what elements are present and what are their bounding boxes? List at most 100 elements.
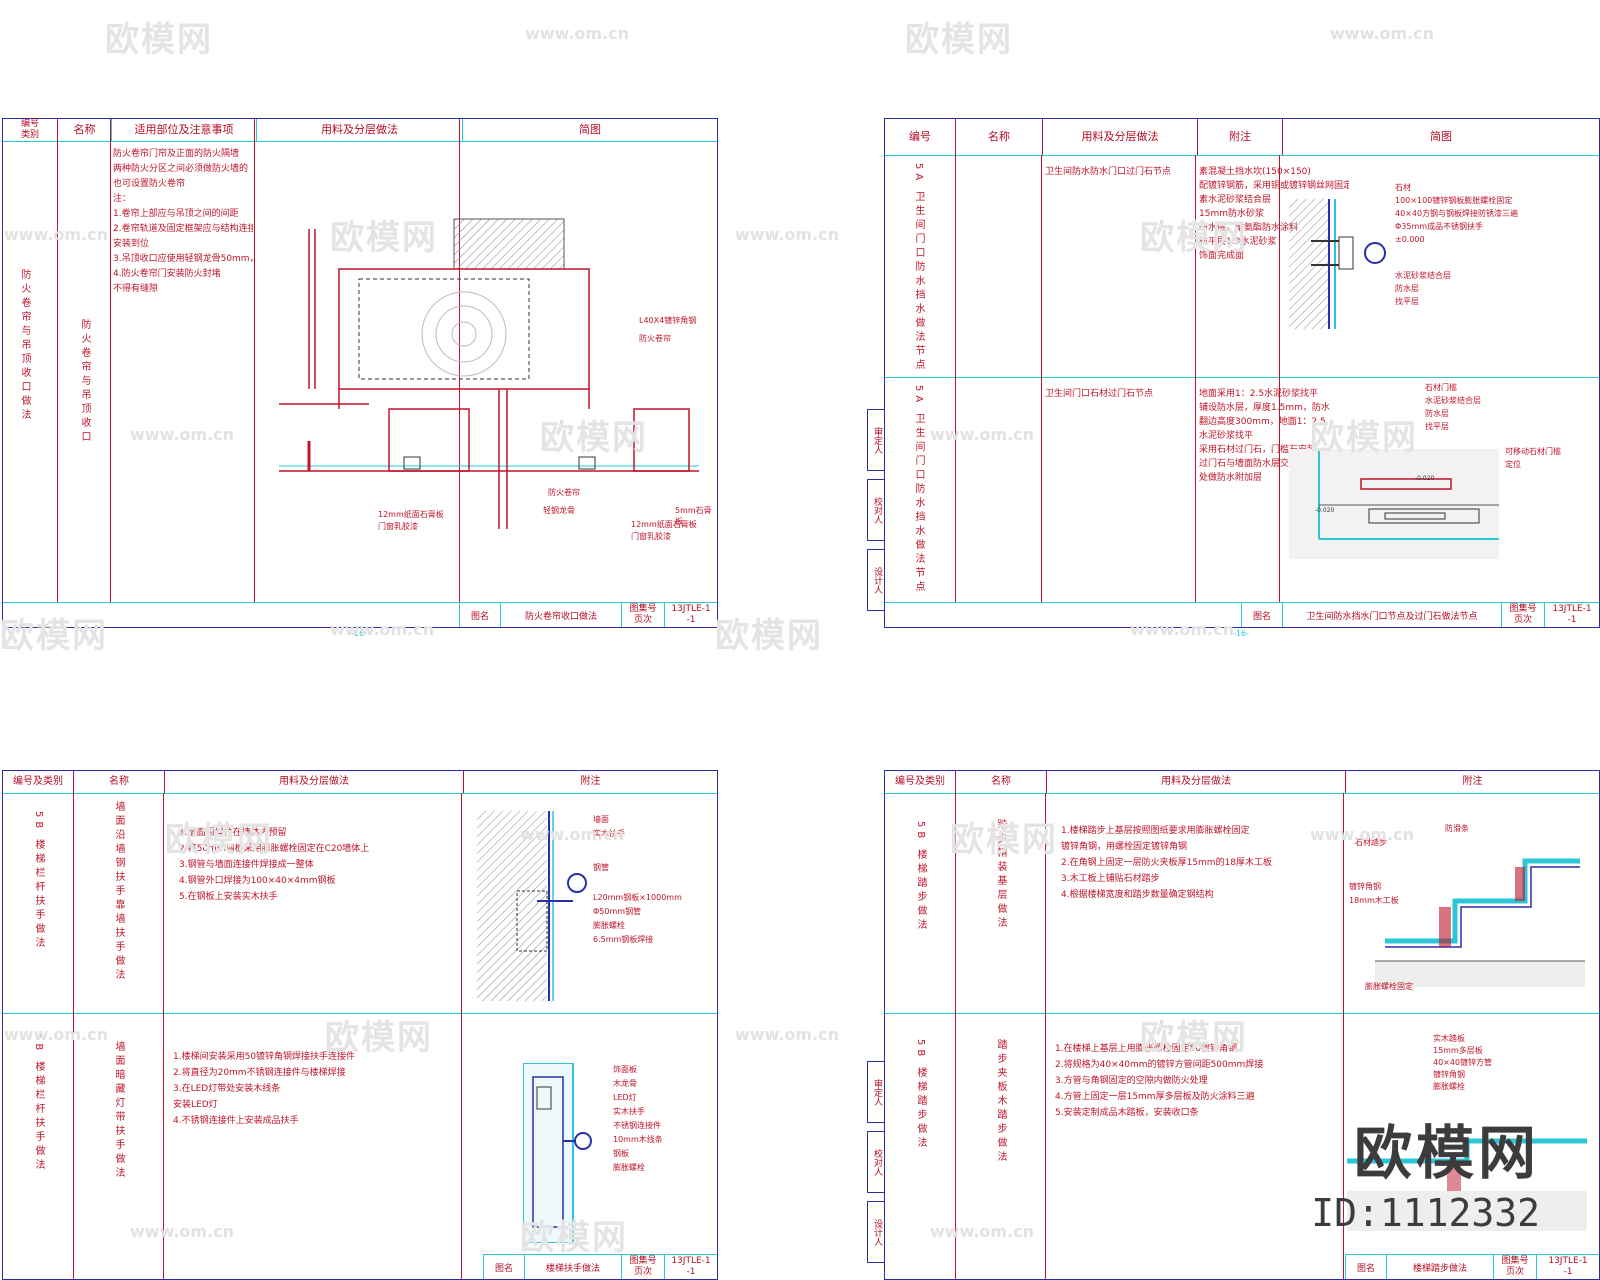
header-name: 名称 [956,771,1047,793]
watermark-url: www.om.cn [735,225,840,244]
diagram-label: 膨胀螺栓固定 [1365,982,1413,991]
elevation-mark: -0.020 [1315,507,1335,514]
row-method: 地面采用1：2.5水泥砂浆找平铺设防水层，厚度1.5mm，防水翻边高度300mm… [1199,389,1330,483]
watermark-brand: 欧模网 [905,20,1013,60]
row-name: 卫生间防水防水门口过门石节点 [1045,167,1172,177]
header-method: 用料及分层做法 [1047,771,1346,793]
diagram-label: 防滑条 [1445,824,1469,833]
watermark-url: www.om.cn [735,1025,840,1044]
elevation-mark: -0.020 [1415,475,1435,482]
side-tab-approver: 审定人 [867,1061,885,1123]
title-block-page-label: 页次 [1513,615,1532,625]
title-block-page: -1 [686,1267,696,1277]
fire-shutter-section-diagram [279,218,699,529]
sheet-header: 编号及类别 名称 用料及分层做法 附注 [3,771,717,793]
header-code: 编号及类别 [885,771,956,793]
title-block-name: 防火卷帘收口做法 [500,603,621,627]
title-block: 图名 防火卷帘收口做法 图集号页次 13JTLE-1-1 [3,602,717,627]
title-block-code-label: 图集号 [629,604,657,614]
diagram-label: 石材踏步 [1355,838,1387,847]
header-method: 用料及分层做法 [257,119,463,141]
wall-handrail-section-diagram [477,811,587,1001]
row-code: 5B 楼梯踏步做法 [915,821,926,934]
header-code: 编号及类别 [3,771,74,793]
drawing-sheet-fire-shutter: 编号 类别 名称 适用部位及注意事项 用料及分层做法 简图 防火卷帘与吊顶收口做… [2,118,718,638]
diagram-label: L40X4镀锌角钢 [639,316,697,325]
header-name: 名称 [74,771,165,793]
watermark-brand: 欧模网 [715,616,823,656]
watermark-brand: 欧模网 [105,20,213,60]
diagram-label: 门窗乳胶漆 [378,522,418,531]
name-text: 防火卷帘与吊顶收口 [79,319,90,445]
row-code: 5A 卫生间门口防水挡水做法节点 [913,163,924,374]
header-code: 编号 类别 [3,119,58,141]
diagram-label: 18mm木工板 [1349,896,1399,905]
side-tab-checker: 校对人 [867,1131,885,1193]
diagram-label: 12mm纸面石膏板 [378,510,444,519]
title-block-code-label: 图集号 [629,1256,657,1266]
brand-logo: 欧模网 [1353,1119,1540,1187]
title-block-page: -1 [1563,1267,1573,1277]
page-number: -16- [351,629,367,638]
stair-tread-section-diagram [1375,858,1585,987]
title-block-label: 图名 [1345,1255,1386,1279]
drawing-sheet-stair-tread: 审定人 校对人 设计人 编号及类别 名称 用料及分层做法 附注 5B 楼梯踏步做… [867,770,1600,1280]
title-block-name: 楼梯扶手做法 [524,1255,621,1279]
title-block-page-label: 页次 [633,615,652,625]
diagram-labels: 可移动石材门槛定位 [1505,447,1561,469]
drawing-sheet-bathroom-threshold: 审定人 校对人 设计人 编号 名称 用料及分层做法 附注 简图 5A 卫生间门口… [867,118,1600,638]
header-diagram: 简图 [1430,130,1452,143]
diagram-labels: 石材门槛水泥砂浆结合层防水层找平层 [1425,383,1481,431]
row-code: 5B 楼梯踏步做法 [915,1039,926,1152]
title-block-code-label: 图集号 [1509,604,1537,614]
row-name: 卫生间门口石材过门石节点 [1045,389,1154,399]
side-tab-designer: 设计人 [867,549,885,611]
header-code: 编号 [885,119,956,155]
page-number: -16- [1233,629,1249,638]
sheet-header: 编号及类别 名称 用料及分层做法 附注 [885,771,1599,793]
title-block-label: 图名 [483,1255,524,1279]
diagram-labels: 水泥砂浆结合层防水层找平层 [1395,271,1451,306]
title-block: 图名 楼梯踏步做法 图集号页次 13JTLE-1-1 [1345,1254,1599,1279]
model-id: ID:1112332 [1311,1191,1540,1235]
scope-notes: 防火卷帘门帘及正面的防火隔墙两种防火分区之间必须做防火墙的也可设置防火卷帘注：1… [113,149,253,294]
title-block-code: 13JTLE-1 [671,1256,711,1266]
sheet-header: 编号 名称 用料及分层做法 附注 简图 [885,119,1599,155]
diagram-label: 防火卷帘 [639,334,671,343]
diagram-label: 轻钢龙骨 [543,506,575,515]
header-diagram: 简图 [579,123,601,136]
header-scope: 适用部位及注意事项 [112,119,257,141]
title-block-page-label: 页次 [1505,1267,1524,1277]
side-tab-checker: 校对人 [867,479,885,541]
title-block-name: 卫生间防水挡水门口节点及过门石做法节点 [1282,603,1501,627]
header-remark: 附注 [1462,776,1483,787]
drawing-sheet-handrail: 编号及类别 名称 用料及分层做法 附注 5B 楼梯栏杆扶手做法 墙面沿墙钢扶手靠… [2,770,718,1280]
title-block-code-label: 图集号 [1501,1256,1529,1266]
title-block: 图名 楼梯扶手做法 图集号页次 13JTLE-1-1 [483,1254,717,1279]
recessed-led-handrail-diagram [523,1063,592,1243]
threshold-section-diagram [1289,199,1386,329]
row-name: 墙面沿墙钢扶手靠墙扶手做法 [113,801,124,983]
title-block-page: -1 [686,615,696,625]
title-block-page-label: 页次 [633,1267,652,1277]
category-text: 防火卷帘与吊顶收口做法 [19,269,30,423]
title-block-code: 13JTLE-1 [671,604,711,614]
row-name: 踏步夹板木踏步做法 [995,1039,1006,1165]
header-name: 名称 [58,119,112,141]
header-name: 名称 [956,119,1043,155]
header-remark: 附注 [580,776,601,787]
row-code: 5B 楼梯栏杆扶手做法 [33,811,44,952]
diagram-label: 12mm纸面石膏板 [631,520,697,529]
row-code: 5A 卫生间门口防水挡水做法节点 [913,385,924,596]
row-name: 墙面暗藏灯带扶手做法 [113,1041,124,1181]
diagram-label: 门窗乳胶漆 [631,532,671,541]
header-method: 用料及分层做法 [1043,119,1198,155]
